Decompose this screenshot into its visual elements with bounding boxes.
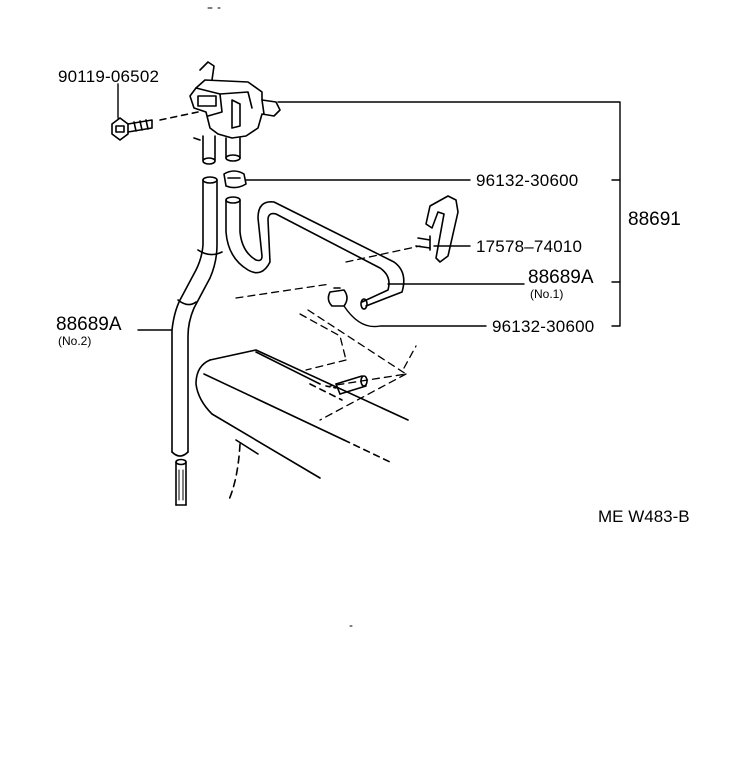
bolt-part-number: 90119-06502 <box>58 67 160 86</box>
bracket <box>415 195 459 263</box>
hose-clamp-lower <box>327 287 348 307</box>
hose-no1 <box>225 196 405 310</box>
dashed-guide-lines <box>235 245 421 421</box>
assembly-part-number: 88691 <box>628 209 681 230</box>
pipe-fitting <box>325 375 368 395</box>
hose-no2 <box>171 176 223 457</box>
leader-lines <box>117 83 621 331</box>
hose-no2-subtitle: (No.2) <box>58 334 92 348</box>
hose-no1-subtitle: (No.1) <box>530 287 564 301</box>
hose-no2-part-number: 88689A <box>56 314 122 335</box>
vacuum-switching-valve <box>189 61 281 165</box>
engine-outline <box>195 349 409 503</box>
hose-clamp-upper <box>223 170 247 189</box>
hose-end-fitting <box>175 458 187 506</box>
scan-speck <box>207 7 353 627</box>
bolt <box>111 111 199 141</box>
upper-clamp-part-number: 96132-30600 <box>476 171 579 190</box>
figure-code: ME W483-B <box>598 507 690 526</box>
lower-clamp-part-number: 96132-30600 <box>492 317 595 336</box>
hose-no1-part-number: 88689A <box>528 267 594 288</box>
bracket-part-number: 17578–74010 <box>476 237 583 256</box>
